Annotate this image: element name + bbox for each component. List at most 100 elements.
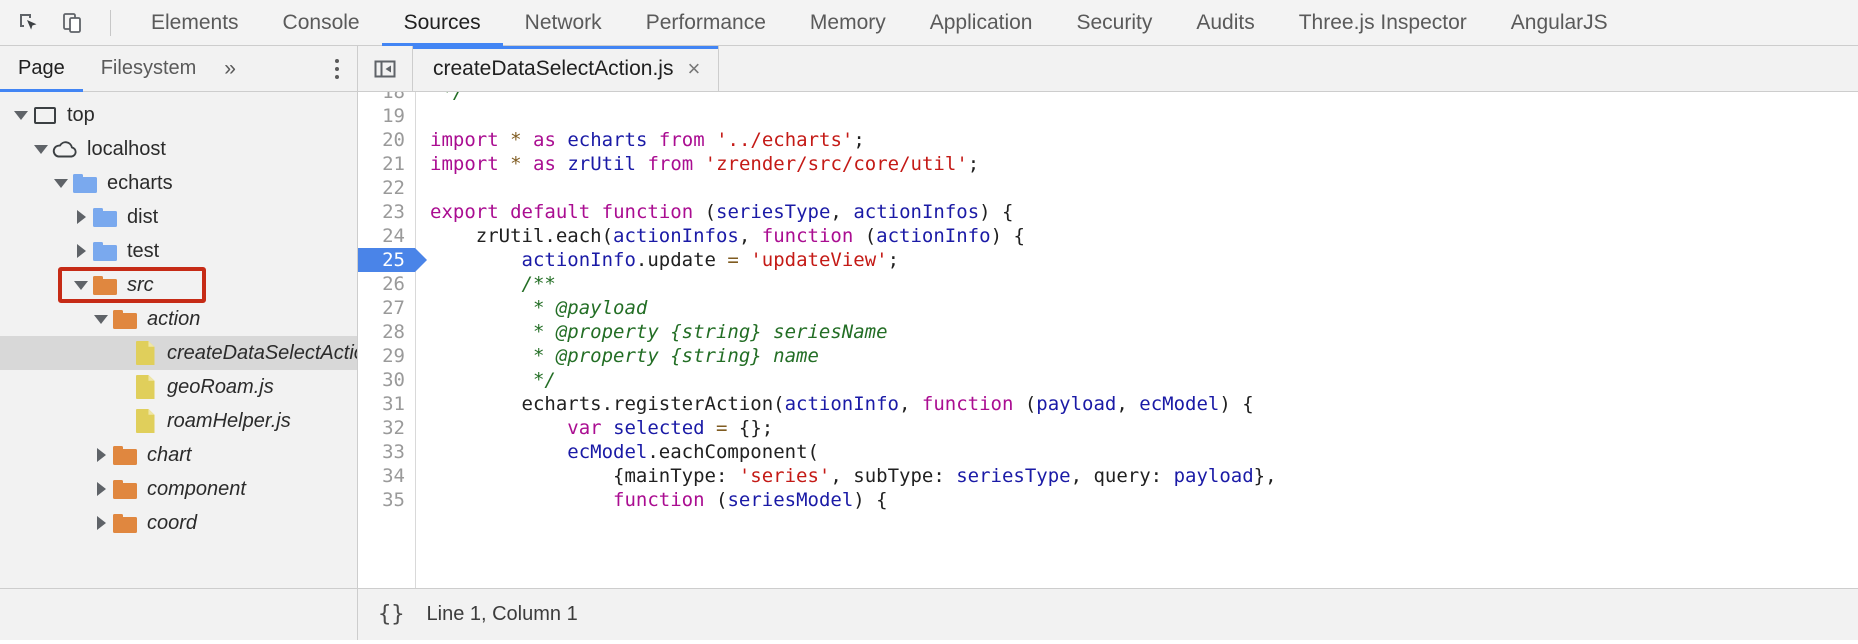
line-number[interactable]: 34 — [382, 465, 405, 487]
code-line[interactable]: import * as echarts from '../echarts'; — [416, 128, 1858, 152]
code-token-com: * @property {string} seriesName — [430, 321, 888, 343]
chevron-down-icon[interactable] — [90, 315, 112, 324]
folder-icon — [72, 173, 98, 193]
line-number[interactable]: 20 — [382, 129, 405, 151]
panel-tab-console[interactable]: Console — [261, 0, 382, 45]
inspect-element-icon[interactable] — [14, 8, 44, 38]
code-line[interactable]: */ — [416, 368, 1858, 392]
tree-item-dist[interactable]: dist — [0, 200, 357, 234]
line-number[interactable]: 28 — [382, 321, 405, 343]
tree-item-src[interactable]: src — [0, 267, 357, 303]
code-line[interactable]: var selected = {}; — [416, 416, 1858, 440]
chevron-right-icon[interactable] — [90, 516, 112, 530]
tree-item-component[interactable]: component — [0, 472, 357, 506]
code-line[interactable]: zrUtil.each(actionInfos, function (actio… — [416, 224, 1858, 248]
code-line[interactable]: ecModel.eachComponent( — [416, 440, 1858, 464]
code-token-id: payload — [1173, 465, 1254, 487]
code-line[interactable]: {mainType: 'series', subType: seriesType… — [416, 464, 1858, 488]
line-number[interactable]: 23 — [382, 201, 405, 223]
chevron-down-icon[interactable] — [10, 111, 32, 120]
tree-item-test[interactable]: test — [0, 234, 357, 268]
chevron-down-icon[interactable] — [30, 145, 52, 154]
panel-tab-threejs-inspector[interactable]: Three.js Inspector — [1277, 0, 1489, 45]
line-number[interactable]: 19 — [382, 105, 405, 127]
chevron-down-icon[interactable] — [50, 179, 72, 188]
kebab-dot — [335, 74, 339, 79]
code-line[interactable]: * @property {string} name — [416, 344, 1858, 368]
collapse-navigator-icon[interactable] — [358, 46, 412, 91]
navigator-tab-page[interactable]: Page — [0, 46, 83, 92]
file-icon — [132, 409, 158, 433]
line-number[interactable]: 24 — [382, 225, 405, 247]
line-number[interactable]: 32 — [382, 417, 405, 439]
line-number[interactable]: 33 — [382, 441, 405, 463]
panel-tab-memory[interactable]: Memory — [788, 0, 908, 45]
navigator-tab-filesystem[interactable]: Filesystem — [83, 46, 215, 91]
code-content[interactable]: */ import * as echarts from '../echarts'… — [416, 92, 1858, 588]
device-toolbar-icon[interactable] — [58, 8, 88, 38]
tree-item-localhost[interactable]: localhost — [0, 132, 357, 166]
editor-file-tab[interactable]: createDataSelectAction.js × — [412, 46, 720, 91]
chevron-right-icon[interactable] — [90, 482, 112, 496]
panel-tab-network[interactable]: Network — [503, 0, 624, 45]
panel-tab-security[interactable]: Security — [1054, 0, 1174, 45]
panel-tab-application[interactable]: Application — [908, 0, 1055, 45]
line-number[interactable]: 29 — [382, 345, 405, 367]
chevron-right-icon[interactable] — [90, 448, 112, 462]
tree-item-roamhelper-js[interactable]: roamHelper.js — [0, 404, 357, 438]
tree-item-georoam-js[interactable]: geoRoam.js — [0, 370, 357, 404]
line-number[interactable]: 21 — [382, 153, 405, 175]
line-number[interactable]: 31 — [382, 393, 405, 415]
navigator-more-tabs-icon[interactable]: » — [224, 56, 236, 80]
tree-item-coord[interactable]: coord — [0, 506, 357, 540]
code-line[interactable]: export default function (seriesType, act… — [416, 200, 1858, 224]
line-number[interactable]: 25 — [358, 248, 427, 272]
chevron-right-icon[interactable] — [70, 244, 92, 258]
code-line[interactable]: import * as zrUtil from 'zrender/src/cor… — [416, 152, 1858, 176]
panel-tab-sources[interactable]: Sources — [381, 0, 503, 46]
editor-tabbar: createDataSelectAction.js × — [358, 46, 1858, 92]
code-line[interactable]: * @property {string} seriesName — [416, 320, 1858, 344]
code-line[interactable] — [416, 104, 1858, 128]
panel-tab-label: Security — [1076, 10, 1153, 34]
pretty-print-icon[interactable]: {} — [378, 602, 405, 627]
code-line[interactable]: function (seriesModel) { — [416, 488, 1858, 512]
code-token-pl — [602, 417, 613, 439]
tree-item-chart[interactable]: chart — [0, 438, 357, 472]
navigator-options-kebab-icon[interactable] — [317, 58, 357, 79]
line-number[interactable]: 26 — [382, 273, 405, 295]
code-token-kw: function — [921, 393, 1014, 415]
code-line[interactable]: echarts.registerAction(actionInfo, funct… — [416, 392, 1858, 416]
code-line[interactable] — [416, 176, 1858, 200]
panel-tab-audits[interactable]: Audits — [1174, 0, 1276, 45]
code-line[interactable]: */ — [416, 92, 1858, 104]
panel-tab-angularjs[interactable]: AngularJS — [1489, 0, 1630, 45]
line-number[interactable]: 30 — [382, 369, 405, 391]
tree-item-label: roamHelper.js — [167, 409, 291, 432]
folder-icon — [112, 513, 138, 533]
code-line[interactable]: actionInfo.update = 'updateView'; — [416, 248, 1858, 272]
line-number[interactable]: 27 — [382, 297, 405, 319]
tree-item-top[interactable]: top — [0, 98, 357, 132]
close-icon[interactable]: × — [687, 55, 701, 81]
line-number[interactable]: 22 — [382, 177, 405, 199]
code-token-pl: , — [830, 201, 854, 223]
code-line[interactable]: /** — [416, 272, 1858, 296]
tree-item-action[interactable]: action — [0, 302, 357, 336]
code-token-op: = — [716, 417, 728, 439]
chevron-right-icon[interactable] — [70, 210, 92, 224]
code-token-pl: ) { — [1219, 393, 1254, 415]
line-number[interactable]: 18 — [382, 92, 405, 103]
tree-item-echarts[interactable]: echarts — [0, 166, 357, 200]
frame-icon — [32, 106, 58, 124]
code-line[interactable]: * @payload — [416, 296, 1858, 320]
chevron-down-icon[interactable] — [70, 281, 92, 290]
panel-tab-elements[interactable]: Elements — [129, 0, 261, 45]
line-number[interactable]: 35 — [382, 489, 405, 511]
panel-tab-performance[interactable]: Performance — [624, 0, 788, 45]
code-token-pl — [556, 129, 567, 151]
tree-item-createdataselectaction-js[interactable]: createDataSelectAction.js — [0, 336, 357, 370]
